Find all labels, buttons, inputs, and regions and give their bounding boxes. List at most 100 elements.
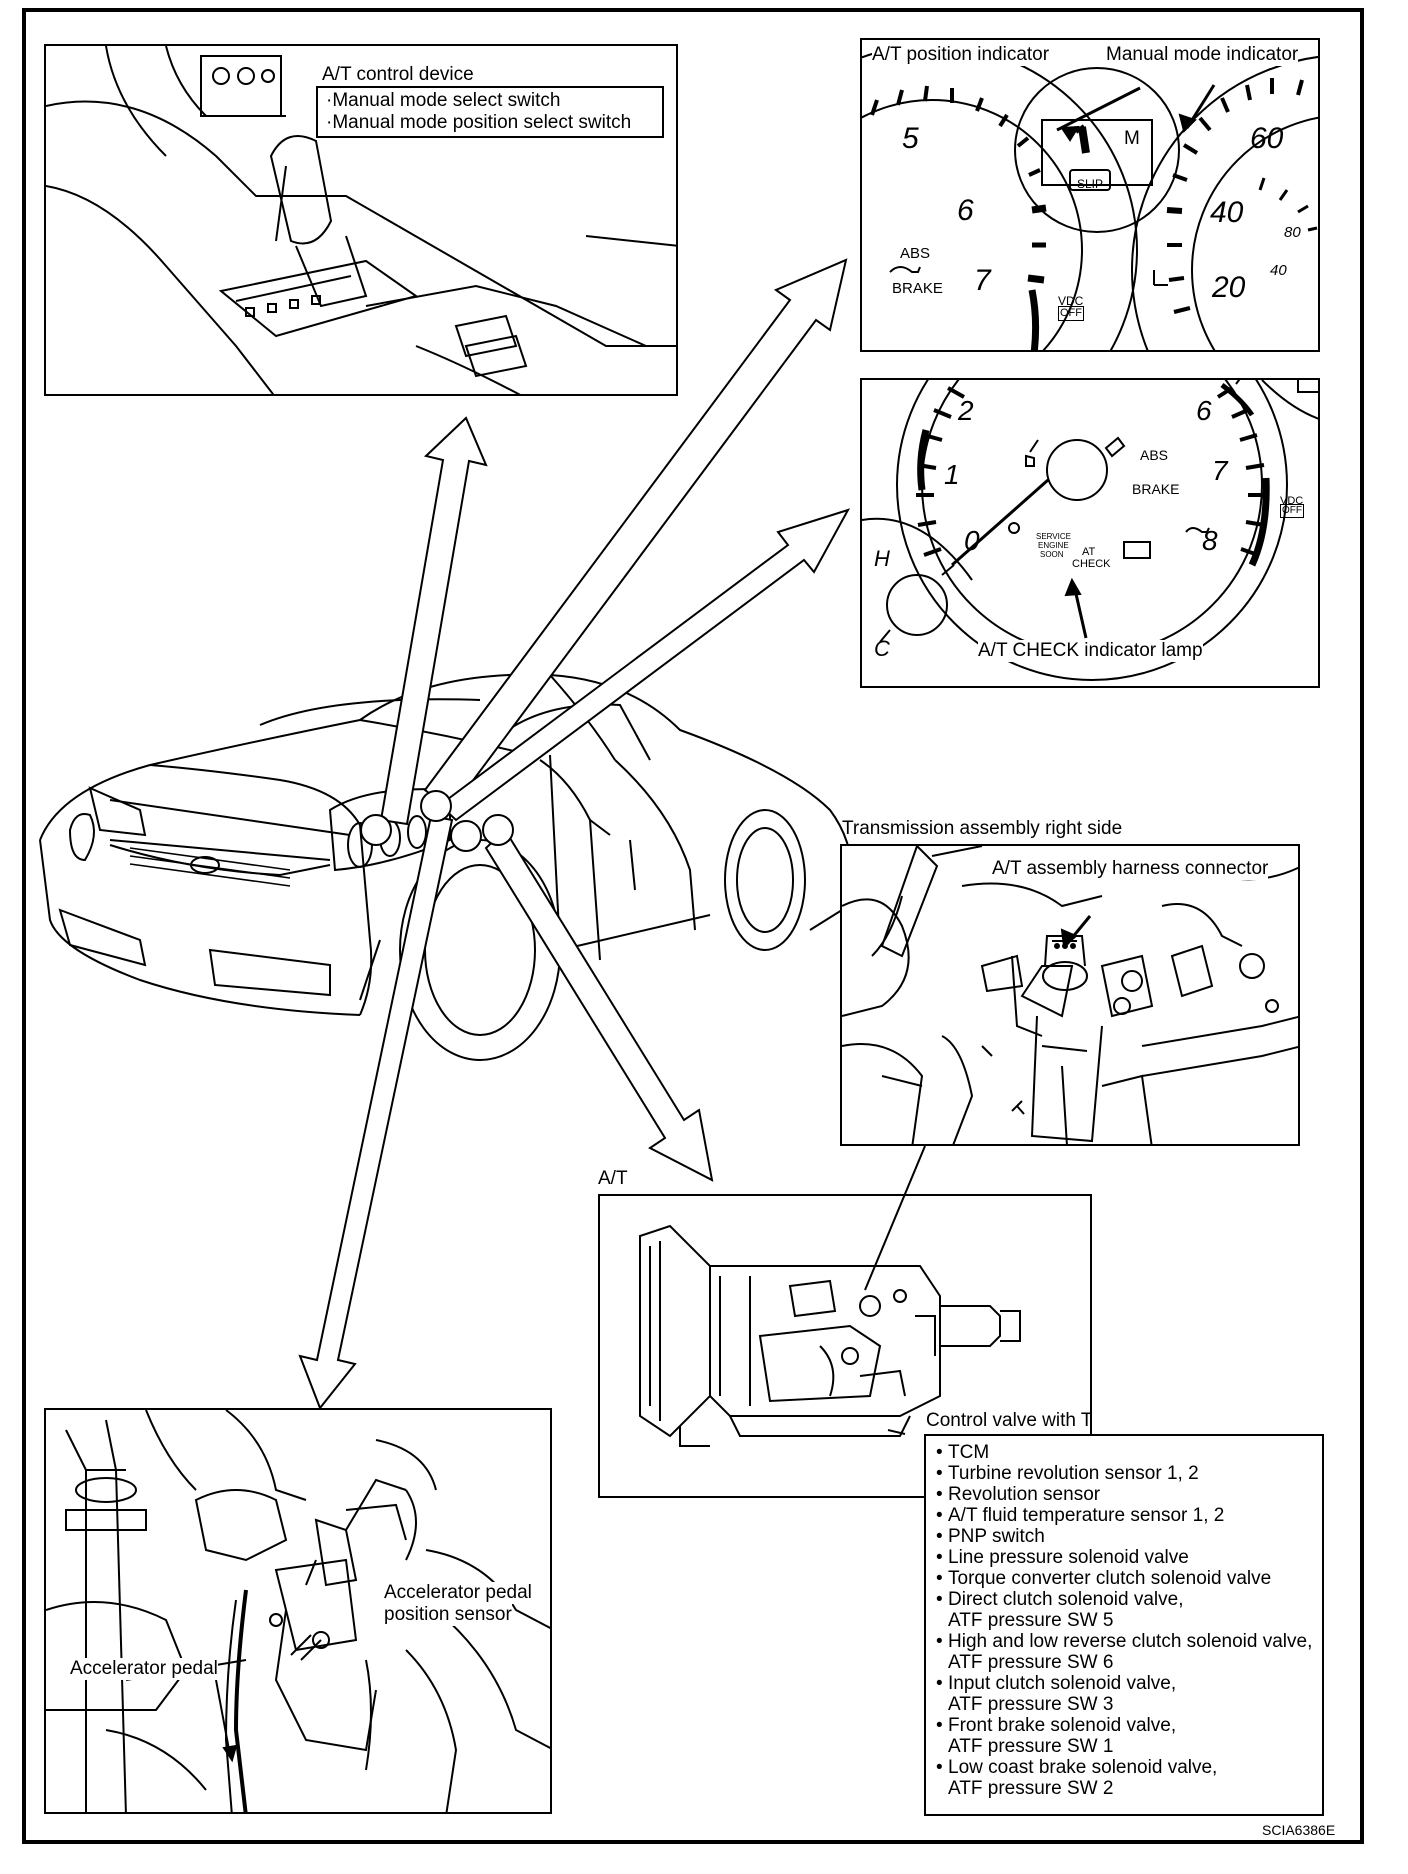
component-items: •TCM•Turbine revolution sensor 1, 2•Revo… [936, 1442, 1312, 1799]
check-lamp-panel: 2 1 0 6 7 8 ABS BRAKE VDC OFF SERVICE EN… [860, 378, 1320, 688]
component-item: •A/T fluid temperature sensor 1, 2 [936, 1505, 1312, 1526]
temp-gauge-hot: H [874, 546, 890, 571]
manual-mode-indicator-label: Manual mode indicator [1106, 44, 1299, 66]
component-item-text: Input clutch solenoid valve, [948, 1673, 1177, 1694]
tach-number: 6 [957, 194, 974, 227]
bullet-icon: • [936, 1631, 943, 1652]
tach-number: 8 [1202, 525, 1218, 556]
arrow-to-pedal [298, 814, 454, 1410]
component-item: •Line pressure solenoid valve [936, 1547, 1312, 1568]
component-item-text: High and low reverse clutch solenoid val… [948, 1631, 1313, 1652]
component-item: •Direct clutch solenoid valve,ATF pressu… [936, 1589, 1312, 1631]
transmission-illustration [639, 1224, 1021, 1447]
component-item: •Torque converter clutch solenoid valve [936, 1568, 1312, 1589]
abs-warning: ABS [900, 245, 931, 262]
control-device-item: ·Manual mode select switch [326, 90, 561, 111]
harness-connector-panel: A/T assembly harness connector [840, 844, 1300, 1146]
bullet-icon: • [936, 1589, 943, 1610]
slip-indicator: SLIP [1077, 177, 1104, 191]
bullet-icon: • [936, 1715, 943, 1736]
arrow-to-transmission [484, 828, 714, 1182]
control-device-switch-box: ·Manual mode select switch ·Manual mode … [316, 86, 664, 138]
component-item-continuation: ATF pressure SW 5 [948, 1610, 1114, 1631]
leader-line [864, 1145, 926, 1291]
leader-line [887, 1429, 906, 1435]
callout-circle [360, 814, 392, 846]
service-engine-soon-line: SERVICE [1036, 532, 1071, 541]
bullet-icon: • [936, 1505, 943, 1526]
arrow-to-meter [423, 258, 848, 812]
pedal-sensor-label-line: Accelerator pedal [384, 1582, 532, 1604]
pedal-illustration [46, 1410, 550, 1812]
control-valve-component-list: •TCM•Turbine revolution sensor 1, 2•Revo… [924, 1434, 1324, 1816]
component-item-text: TCM [948, 1442, 990, 1463]
brake-warning: BRAKE [1132, 481, 1180, 497]
at-check-lamp: CHECK [1072, 558, 1111, 570]
component-item-text: Direct clutch solenoid valve, [948, 1589, 1184, 1610]
vdc-off-indicator: OFF [1280, 504, 1304, 518]
tach-number: 7 [1212, 455, 1228, 486]
component-item-continuation: ATF pressure SW 1 [948, 1736, 1114, 1757]
tach-number: 1 [944, 459, 960, 490]
figure-code: SCIA6386E [1262, 1822, 1336, 1838]
tach-number: 6 [1196, 395, 1212, 426]
console-illustration [46, 46, 676, 394]
speedo-number: 20 [1212, 271, 1246, 304]
component-item: •TCM [936, 1442, 1312, 1463]
harness-connector-label: A/T assembly harness connector [992, 858, 1269, 880]
bullet-icon: • [936, 1526, 943, 1547]
speedo-small-number: 80 [1284, 224, 1301, 241]
component-item: •PNP switch [936, 1526, 1312, 1547]
bullet-icon: • [936, 1757, 943, 1778]
transmission-side-illustration [842, 846, 1298, 1144]
component-item-text: Line pressure solenoid valve [948, 1547, 1189, 1568]
brake-warning: BRAKE [892, 280, 943, 297]
bullet-icon: • [936, 1673, 943, 1694]
component-item: •Front brake solenoid valve,ATF pressure… [936, 1715, 1312, 1757]
check-illustration [862, 380, 1318, 681]
component-item-text: Turbine revolution sensor 1, 2 [948, 1463, 1199, 1484]
component-item-text: Revolution sensor [948, 1484, 1101, 1505]
bullet-icon: • [936, 1547, 943, 1568]
speedo-number: 60 [1250, 122, 1284, 155]
component-item-continuation: ATF pressure SW 6 [948, 1652, 1114, 1673]
component-item-continuation: ATF pressure SW 2 [948, 1778, 1114, 1799]
callout-circle [450, 820, 482, 852]
pedal-sensor-label-line: position sensor [384, 1604, 512, 1626]
control-device-title: A/T control device [322, 64, 474, 85]
page-frame [22, 8, 1364, 1844]
component-item-text: Front brake solenoid valve, [948, 1715, 1177, 1736]
meter-panel: A/T position indicator Manual mode indic… [860, 38, 1320, 352]
arrow-to-control-device [379, 416, 488, 826]
check-lamp-label: A/T CHECK indicator lamp [978, 640, 1203, 662]
mode-display-char: M [1124, 128, 1140, 149]
at-check-lamp: AT [1082, 546, 1096, 558]
service-engine-soon-line: ENGINE [1038, 541, 1069, 550]
control-device-item: ·Manual mode position select switch [326, 112, 632, 133]
component-item: •Revolution sensor [936, 1484, 1312, 1505]
arrow-to-check-lamp [438, 508, 851, 822]
component-item-text: PNP switch [948, 1526, 1045, 1547]
component-item-text: A/T fluid temperature sensor 1, 2 [948, 1505, 1225, 1526]
component-item: •Turbine revolution sensor 1, 2 [936, 1463, 1312, 1484]
bullet-icon: • [936, 1484, 943, 1505]
component-item-continuation: ATF pressure SW 3 [948, 1694, 1114, 1715]
temp-gauge-cold: C [874, 636, 890, 661]
callout-circle [420, 790, 452, 822]
component-item: •High and low reverse clutch solenoid va… [936, 1631, 1312, 1673]
abs-warning: ABS [1140, 447, 1169, 463]
speedo-small-number: 40 [1270, 262, 1287, 279]
vdc-indicator: VDC [1058, 294, 1084, 308]
bullet-icon: • [936, 1442, 943, 1463]
bullet-icon: • [936, 1463, 943, 1484]
component-item-text: Low coast brake solenoid valve, [948, 1757, 1218, 1778]
position-indicator-label: A/T position indicator [872, 44, 1050, 66]
tach-number: 7 [974, 264, 991, 297]
control-device-panel: A/T control device ·Manual mode select s… [44, 44, 678, 396]
bullet-icon: • [936, 1568, 943, 1589]
control-valve-label: Control valve with TCM [926, 1410, 1090, 1432]
component-item: •Input clutch solenoid valve,ATF pressur… [936, 1673, 1312, 1715]
speedo-number: 40 [1210, 196, 1244, 229]
tach-number: 2 [958, 395, 974, 426]
